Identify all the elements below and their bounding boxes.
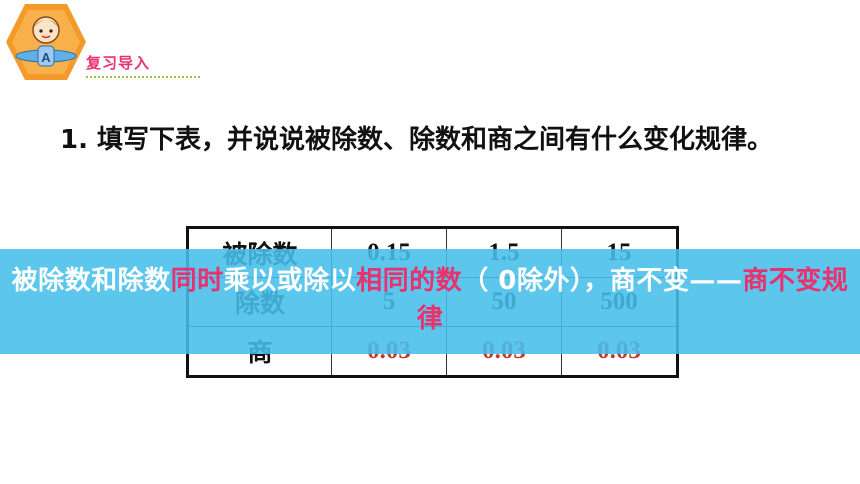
rule-part: （ 0除外），商不变—— — [462, 266, 743, 296]
section-title-underline — [86, 76, 200, 78]
kid-plane-logo-icon: A — [6, 4, 86, 80]
logo-badge: A — [4, 2, 88, 82]
rule-name: 商不变规律 — [416, 266, 849, 334]
rule-part: 乘以或除以 — [223, 266, 357, 296]
rule-banner-text: 被除数和除数同时乘以或除以相同的数（ 0除外），商不变——商不变规律 — [0, 262, 860, 338]
section-title: 复习导入 — [86, 54, 151, 72]
question-body: 填写下表，并说说被除数、除数和商之间有什么变化规律。 — [87, 125, 774, 155]
rule-highlight: 同时 — [170, 266, 224, 296]
rule-highlight: 相同的数 — [356, 266, 463, 296]
rule-banner — [0, 249, 860, 354]
question-text: 1. 填写下表，并说说被除数、除数和商之间有什么变化规律。 — [60, 120, 820, 161]
question-number: 1. — [60, 125, 88, 155]
svg-text:A: A — [41, 50, 51, 65]
rule-part: 被除数和除数 — [11, 266, 171, 296]
